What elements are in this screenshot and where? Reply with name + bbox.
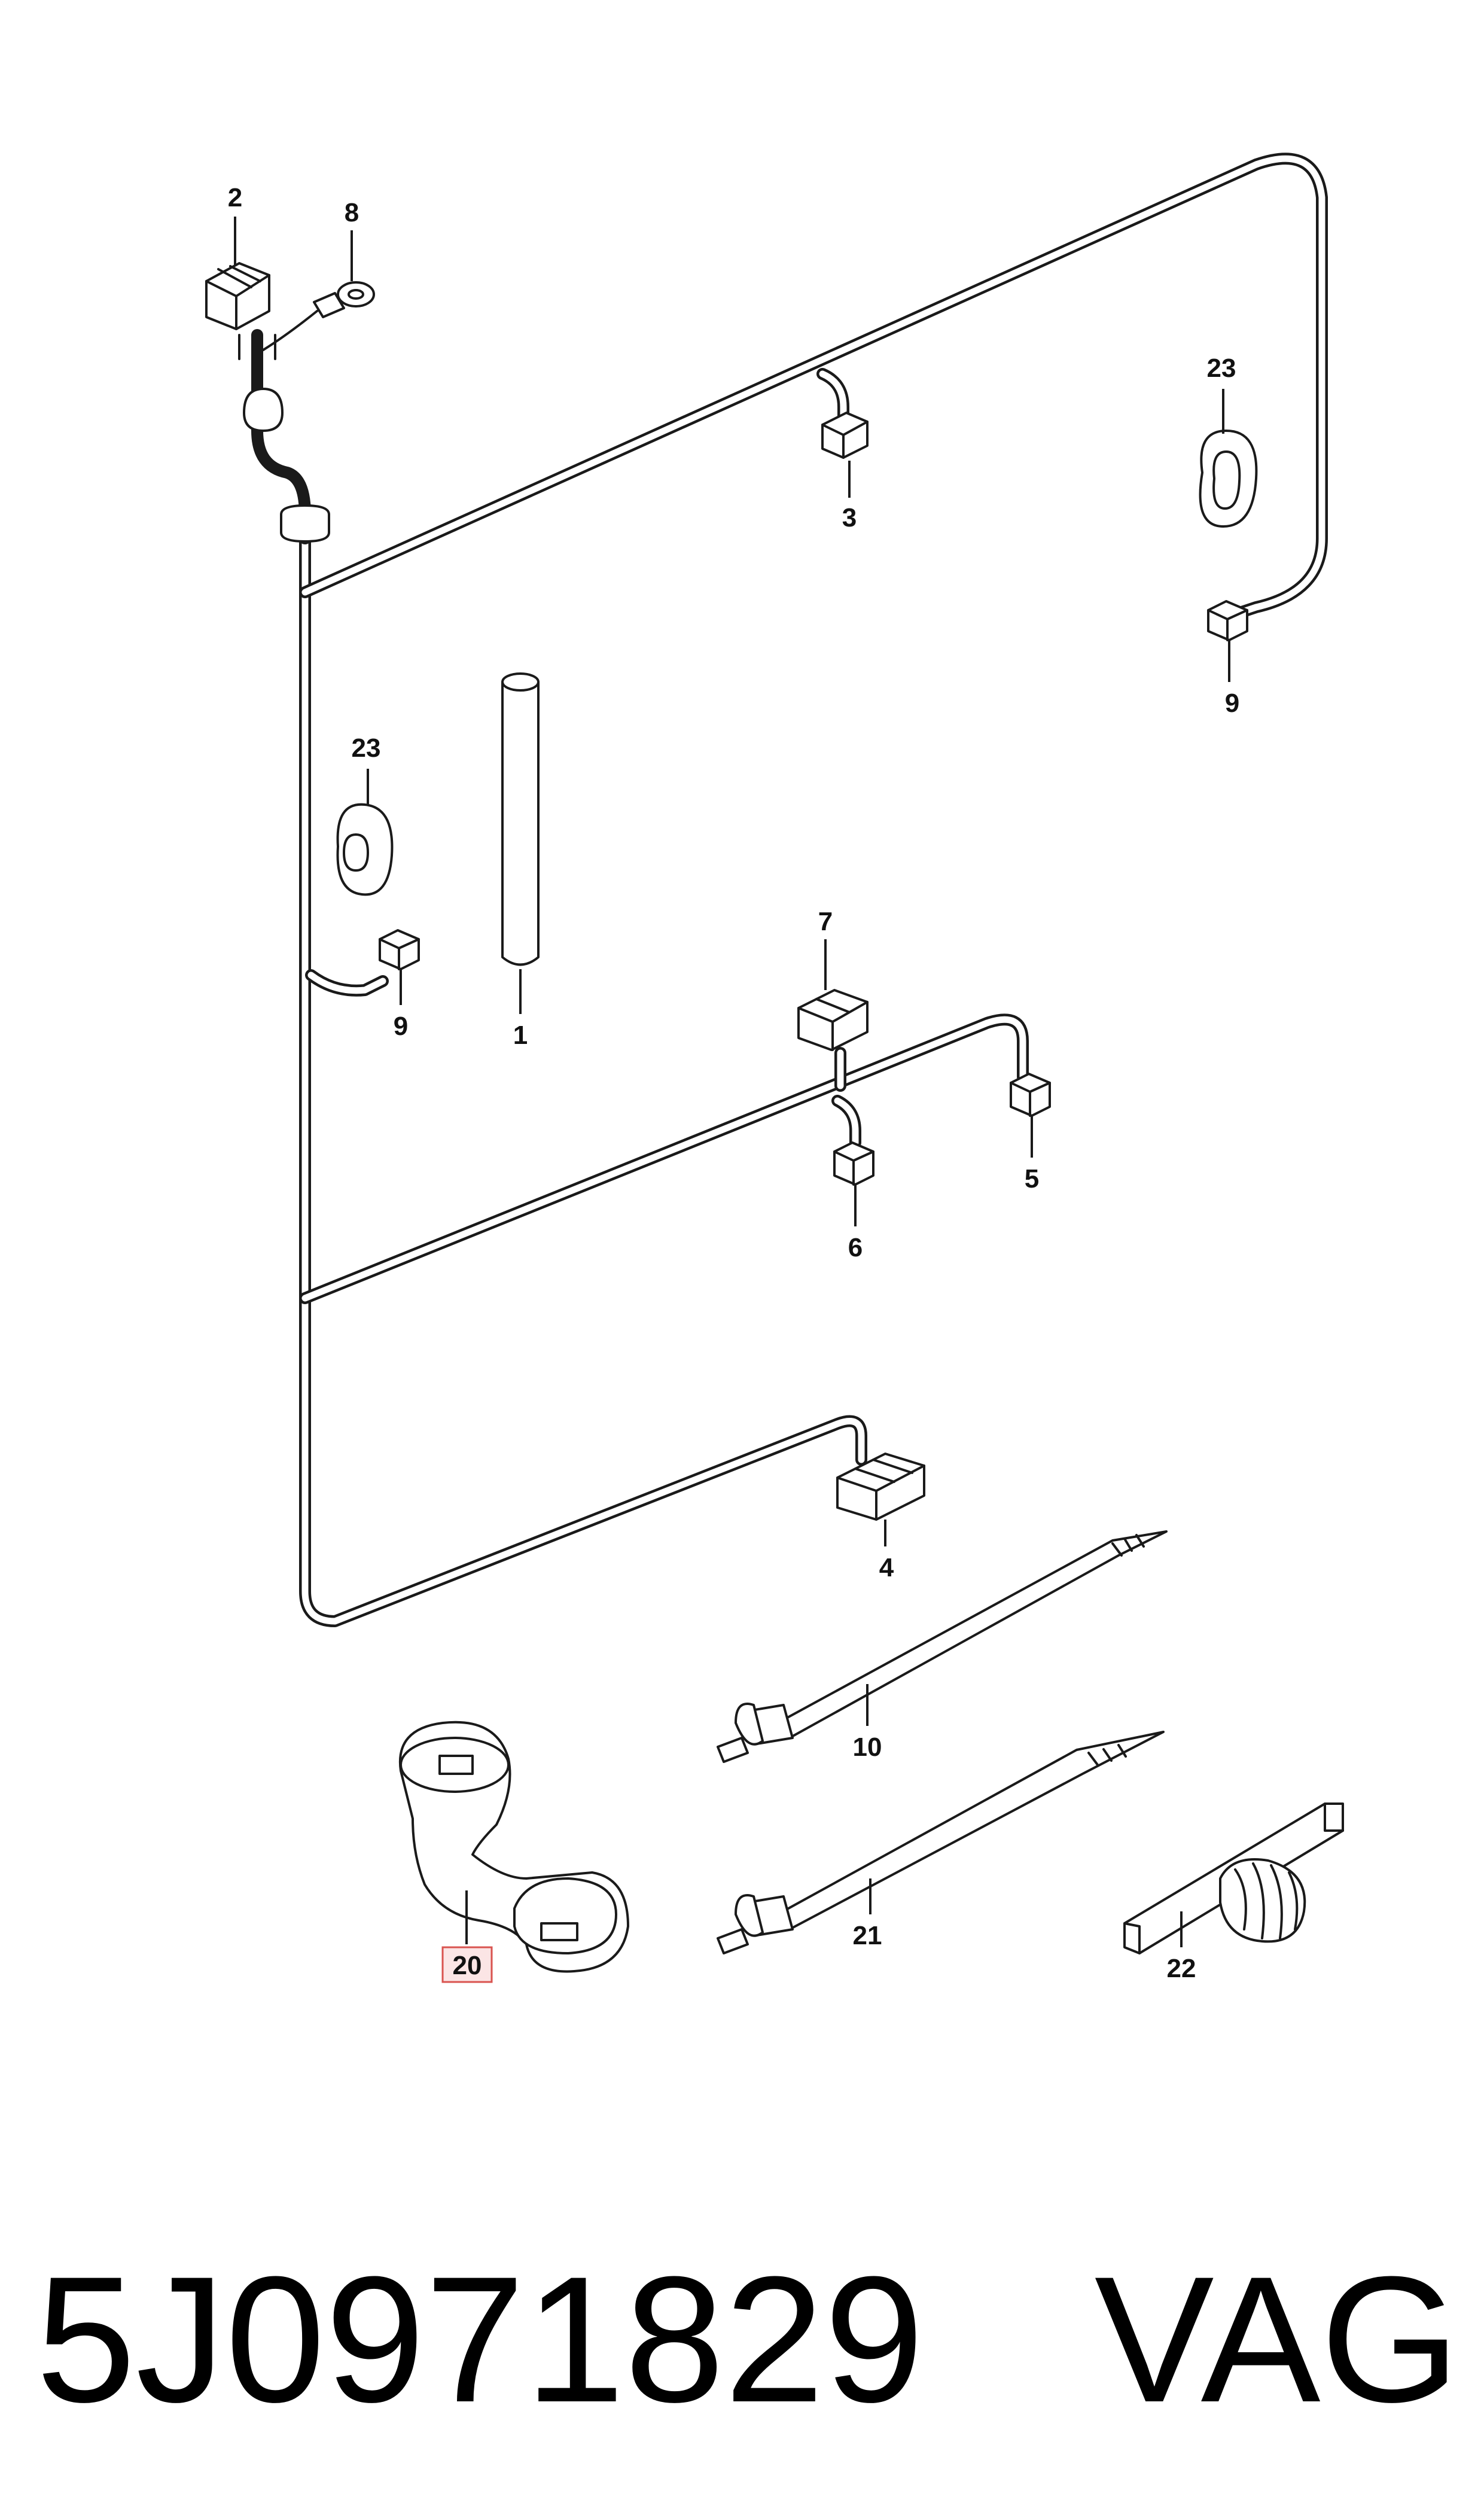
clip-22 — [1123, 1803, 1344, 1954]
ring-terminal-8 — [262, 281, 375, 351]
connector-4 — [836, 1453, 925, 1521]
grommet-23-right — [1199, 430, 1258, 528]
callout-9-left: 9 — [394, 1012, 408, 1041]
callout-1: 1 — [513, 1021, 528, 1050]
connector-7 — [797, 989, 869, 1051]
grommet-23-left — [336, 803, 394, 896]
leader-lines — [234, 217, 1230, 1947]
callout-10: 10 — [853, 1733, 882, 1762]
callout-8: 8 — [345, 198, 359, 227]
brand-name: VAG — [1094, 2239, 1460, 2440]
connector-3 — [821, 412, 869, 459]
callout-6: 6 — [848, 1233, 863, 1262]
cable-tie-10 — [717, 1530, 1168, 1763]
callout-21: 21 — [853, 1921, 882, 1950]
callout-3: 3 — [842, 503, 857, 532]
connector-9-right — [1207, 600, 1248, 641]
callout-20: 20 — [453, 1951, 482, 1980]
tube-1 — [501, 672, 540, 966]
callout-23-left: 23 — [352, 733, 381, 763]
callout-9-right: 9 — [1225, 689, 1239, 718]
grommet-20 — [398, 1721, 629, 1973]
callout-4: 4 — [879, 1553, 894, 1582]
callout-22: 22 — [1167, 1954, 1196, 1983]
top-grommet — [238, 329, 330, 544]
callout-5: 5 — [1025, 1164, 1039, 1193]
connector-6 — [833, 1141, 874, 1186]
part-number: 5J0971829 — [36, 2239, 924, 2440]
connector-5 — [1010, 1073, 1051, 1117]
wiring-harness — [299, 153, 1328, 1627]
callout-23-right: 23 — [1207, 354, 1236, 383]
callout-7: 7 — [818, 907, 833, 936]
connector-9-left — [379, 929, 420, 970]
callout-20-highlight — [441, 1946, 493, 1983]
cable-tie-21 — [717, 1731, 1165, 1954]
connector-2 — [205, 262, 270, 330]
footer: 5J0971829 VAG — [0, 2213, 1484, 2465]
callout-labels: 2 8 3 23 9 23 9 1 7 5 6 4 10 21 22 20 — [228, 183, 1239, 1983]
callout-2: 2 — [228, 183, 242, 212]
